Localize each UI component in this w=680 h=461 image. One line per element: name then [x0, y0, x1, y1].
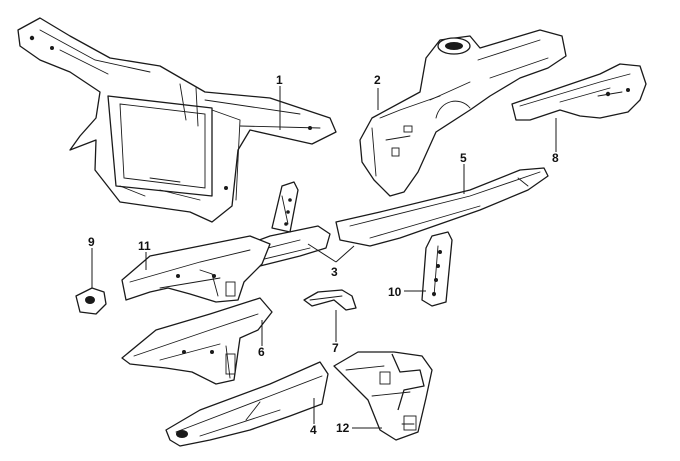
callout-6: 6 — [258, 345, 265, 359]
leader-3a — [307, 243, 337, 263]
callout-labels: 1 2 3 4 5 6 7 8 9 10 11 12 — [88, 73, 559, 437]
callout-7: 7 — [332, 341, 339, 355]
callout-1: 1 — [276, 73, 283, 87]
callout-8: 8 — [552, 151, 559, 165]
callout-5: 5 — [460, 151, 467, 165]
callout-10: 10 — [388, 285, 402, 299]
part-9-mount[interactable] — [75, 287, 107, 315]
leader-3b — [335, 245, 355, 263]
callout-4: 4 — [310, 423, 317, 437]
part-7-small-bracket[interactable] — [303, 289, 357, 311]
part-4-lower-rail[interactable] — [165, 361, 329, 447]
callout-2: 2 — [374, 73, 381, 87]
leader-lines — [91, 86, 557, 429]
callout-11: 11 — [138, 239, 151, 253]
part-1-front-panel[interactable] — [17, 17, 337, 223]
part-2-wheel-house[interactable] — [359, 29, 567, 197]
callout-12: 12 — [336, 421, 350, 435]
part-5-side-member[interactable] — [335, 167, 549, 247]
part-10-upright[interactable] — [421, 231, 453, 307]
part-8-extension[interactable] — [511, 63, 647, 121]
callout-3: 3 — [331, 265, 338, 279]
part-6-reinforcement[interactable] — [121, 297, 273, 385]
part-11-bracket[interactable] — [121, 235, 271, 303]
callout-9: 9 — [88, 235, 95, 249]
part-12-bracket-assembly[interactable] — [333, 351, 433, 441]
